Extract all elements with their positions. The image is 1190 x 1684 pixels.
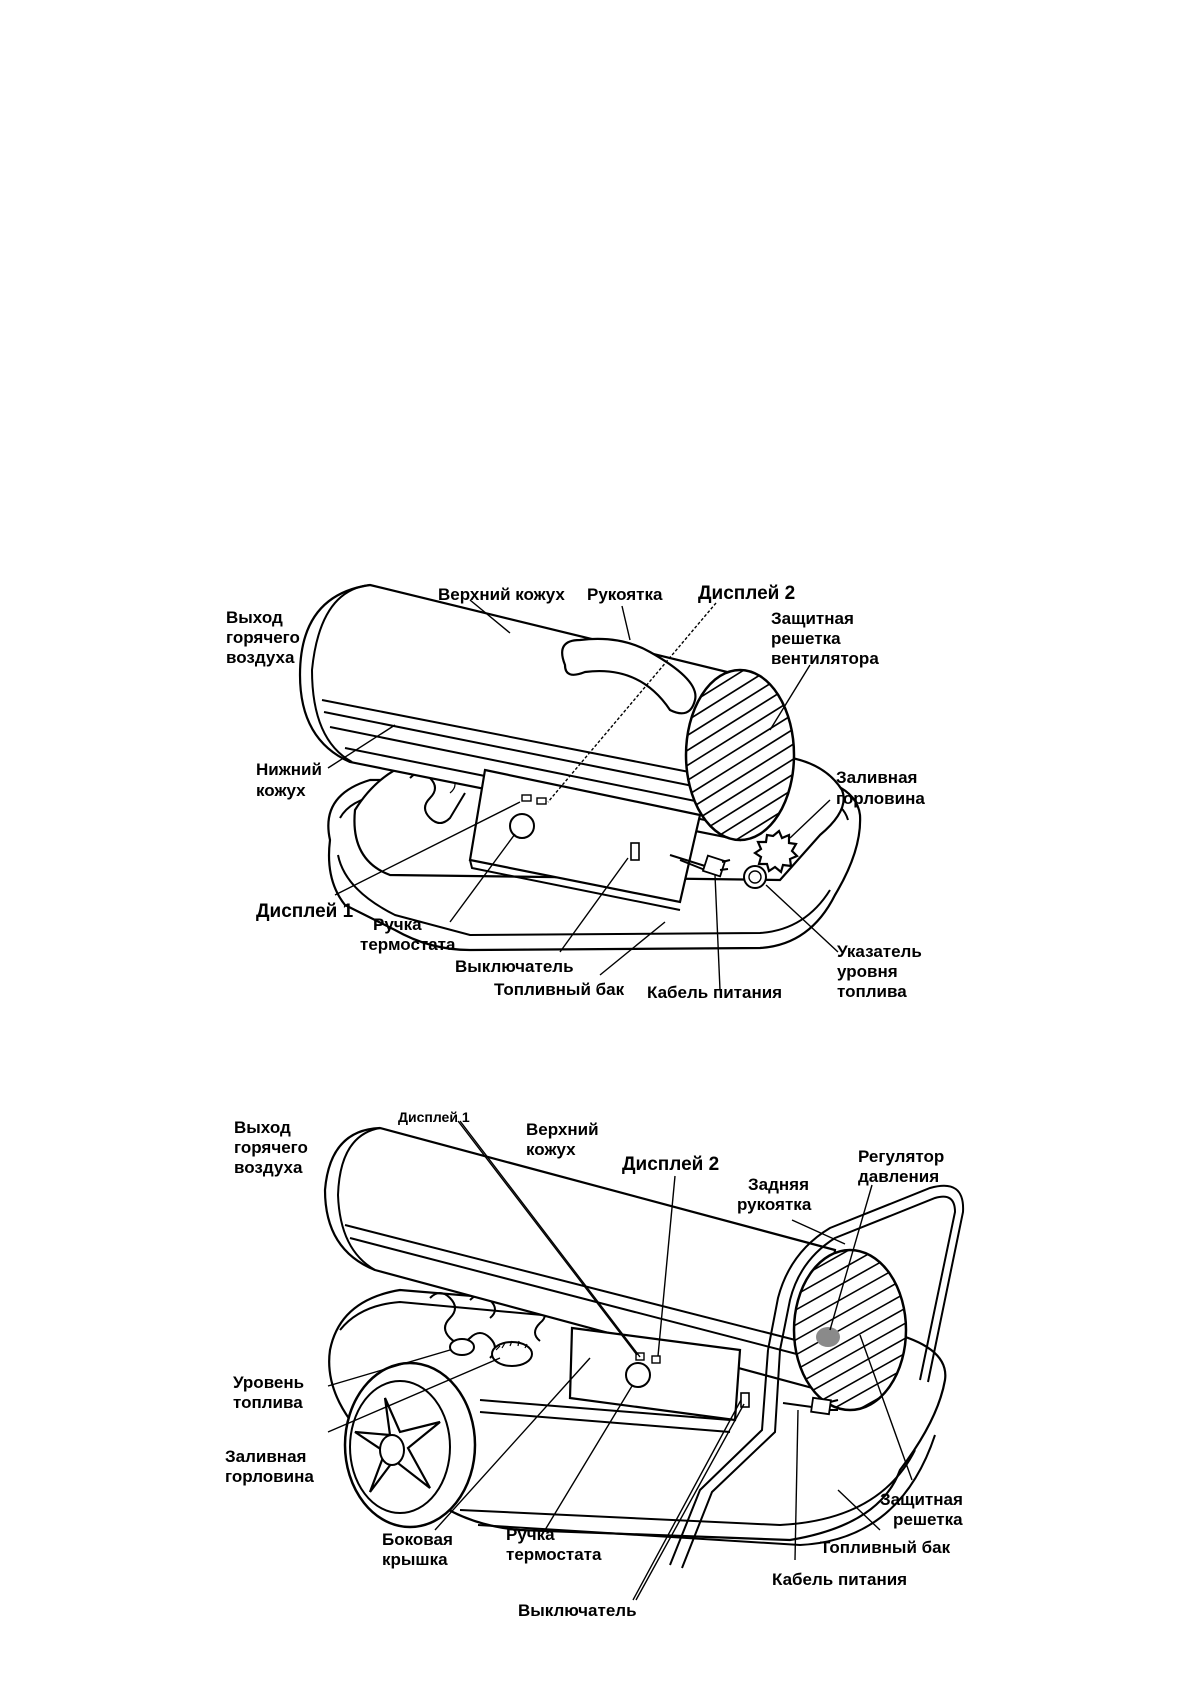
label-power-cable-2: Кабель питания (772, 1570, 907, 1589)
control-box-2 (568, 1326, 750, 1422)
label-switch-2: Выключатель (518, 1601, 637, 1620)
heater-diagram-1: Выход горячего воздуха Верхний кожух Рук… (226, 583, 927, 1002)
control-box-1 (468, 768, 706, 911)
upper-casing-2 (323, 1126, 837, 1392)
wheel-2 (343, 1361, 477, 1529)
label-display2-1: Дисплей 2 (698, 583, 795, 604)
switch-1 (630, 842, 640, 861)
label-fuel-level-2: Уровень топлива (233, 1373, 309, 1412)
pressure-regulator-dot-2 (816, 1327, 840, 1347)
label-display1-2: Дисплей 1 (398, 1109, 470, 1125)
label-display2-2: Дисплей 2 (622, 1154, 719, 1175)
label-fan-guard-1: Защитная решетка вентилятора (771, 609, 879, 668)
upper-casing-1 (298, 583, 762, 842)
thermostat-knob-1 (509, 813, 535, 839)
label-lower-casing-1: Нижний кожух (256, 760, 327, 800)
label-upper-casing-2: Верхний кожух (526, 1120, 603, 1159)
display-1-indicator-1 (521, 794, 532, 802)
label-fuel-tank-1: Топливный бак (494, 980, 625, 999)
filler-cap-1 (753, 829, 799, 874)
display-2-indicator-1 (536, 797, 547, 805)
label-switch-1: Выключатель (455, 957, 574, 976)
filler-cap-2 (491, 1340, 533, 1367)
label-hot-air-outlet-2: Выход горячего воздуха (234, 1118, 313, 1177)
rear-handle-frame-2 (669, 1184, 965, 1569)
label-handle-1: Рукоятка (587, 585, 663, 604)
leaders-2 (327, 1120, 913, 1601)
label-guard-2: Защитная решетка (880, 1490, 968, 1529)
display-2-indicator-2 (651, 1355, 661, 1364)
heater-diagram-2: Выход горячего воздуха Дисплей 1 Верхний… (225, 1109, 968, 1620)
power-plug-1 (669, 854, 731, 878)
label-upper-casing-1: Верхний кожух (438, 585, 565, 604)
label-power-cable-1: Кабель питания (647, 983, 782, 1002)
label-thermostat-knob-2: Ручка термостата (506, 1525, 602, 1564)
label-fuel-tank-2: Топливный бак (820, 1538, 951, 1557)
switch-2 (740, 1392, 750, 1408)
power-plug-2 (782, 1396, 839, 1416)
thermostat-knob-2 (625, 1362, 651, 1388)
carry-handle-1 (561, 637, 697, 715)
label-pressure-regulator-2: Регулятор давления (858, 1147, 949, 1186)
label-thermostat-knob-1: Ручка термостата (360, 915, 456, 954)
label-side-cover-2: Боковая крышка (382, 1530, 458, 1569)
label-hot-air-outlet-1: Выход горячего воздуха (226, 608, 305, 667)
label-fuel-gauge-1: Указатель уровня топлива (837, 942, 927, 1001)
fuel-gauge-1 (743, 865, 767, 889)
leaders-1 (327, 599, 839, 991)
label-rear-handle-2: Задняя рукоятка (737, 1175, 814, 1214)
fuel-level-indicator-2 (449, 1338, 475, 1356)
label-filler-neck-2: Заливная горловина (225, 1447, 314, 1486)
label-filler-neck-1: Заливная горловина (836, 768, 925, 808)
label-display1-1: Дисплей 1 (256, 901, 354, 922)
fan-guard-1 (684, 668, 796, 842)
